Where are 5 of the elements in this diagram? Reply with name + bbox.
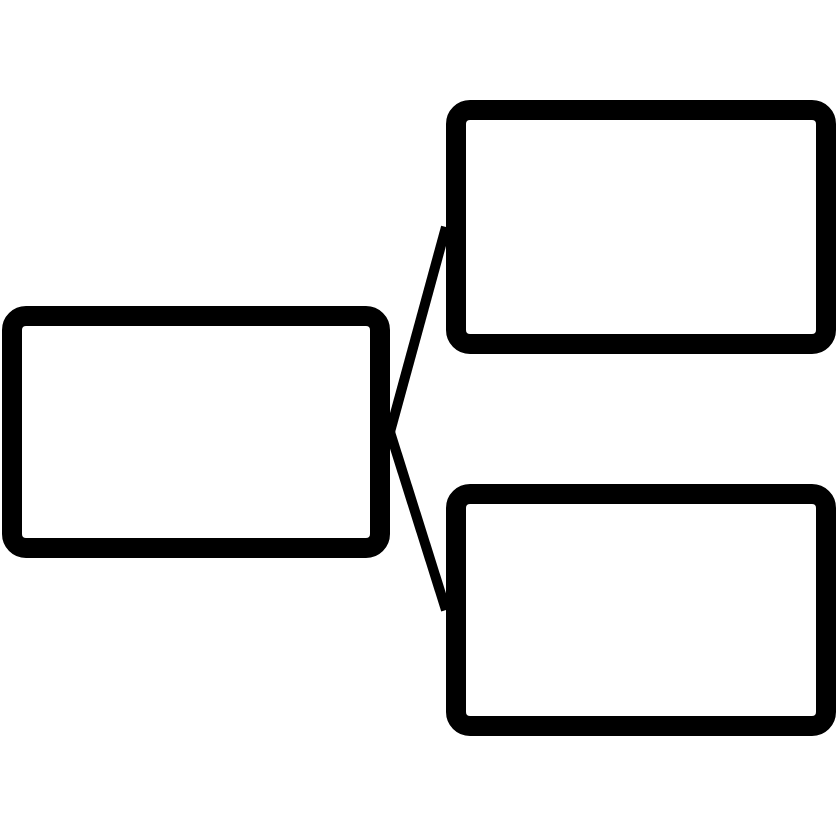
connector-line bbox=[385, 430, 451, 612]
rounded-box bbox=[446, 100, 836, 354]
rounded-box bbox=[2, 306, 390, 558]
connector-line bbox=[385, 225, 451, 434]
rounded-box bbox=[446, 484, 836, 736]
